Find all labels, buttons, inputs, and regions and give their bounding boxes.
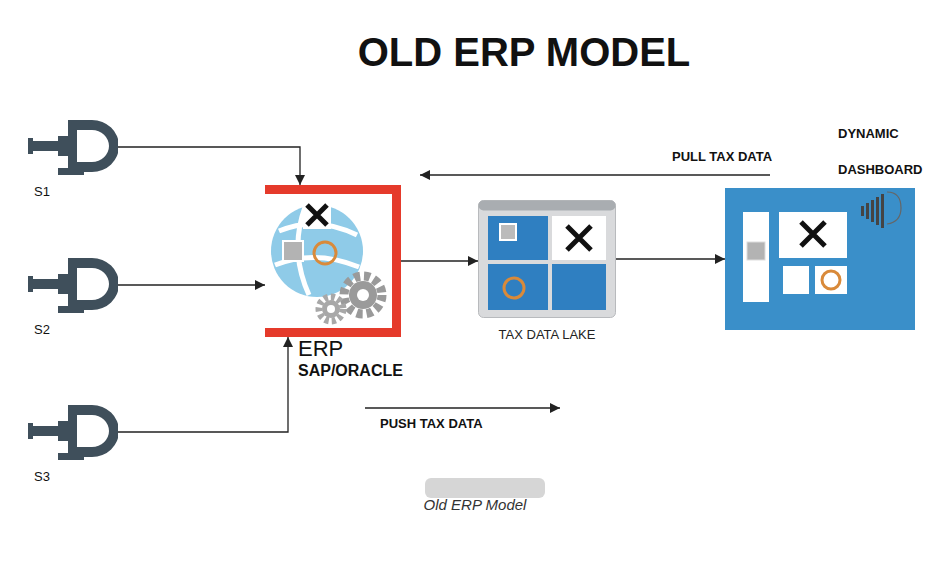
erp-node: ERPSAP/ORACLE (265, 185, 434, 381)
flow-connector (401, 260, 478, 261)
node-label: S2 (28, 322, 118, 337)
dash-node: DYNAMIC DASHBOARD (725, 116, 940, 330)
node-label: DYNAMIC DASHBOARD (838, 116, 938, 188)
node-label: TAX DATA LAKE (478, 327, 616, 342)
diagram-title: OLD ERP MODEL (224, 30, 824, 75)
x-mark (801, 222, 825, 246)
flow-connector (118, 284, 265, 285)
x-mark (567, 226, 591, 250)
lake-shape (478, 200, 616, 318)
node-label: SAP/ORACLE (298, 361, 434, 381)
push-arrow (365, 407, 560, 408)
source-node: S3 (28, 403, 118, 484)
flow-label: PULL TAX DATA (672, 149, 772, 164)
flow-connector (118, 337, 288, 432)
lake-node: TAX DATA LAKE (478, 200, 616, 342)
source-node: S2 (28, 256, 118, 337)
node-label: S1 (28, 184, 118, 199)
node-label: S3 (28, 469, 118, 484)
dash-shape (725, 188, 915, 330)
clamp-shape (28, 118, 118, 176)
figure-caption: Old ERP Model (275, 496, 675, 513)
pull-arrow (420, 174, 770, 175)
clamp-shape (28, 256, 118, 314)
x-mark (307, 205, 327, 225)
clamp-shape (28, 403, 118, 461)
node-label: ERP (298, 337, 434, 361)
source-node: S1 (28, 118, 118, 199)
erp-shape (265, 185, 401, 337)
flow-connector (616, 258, 725, 259)
slider-bar (425, 478, 545, 498)
flow-label: PUSH TAX DATA (380, 416, 483, 431)
flow-connector (118, 147, 300, 185)
